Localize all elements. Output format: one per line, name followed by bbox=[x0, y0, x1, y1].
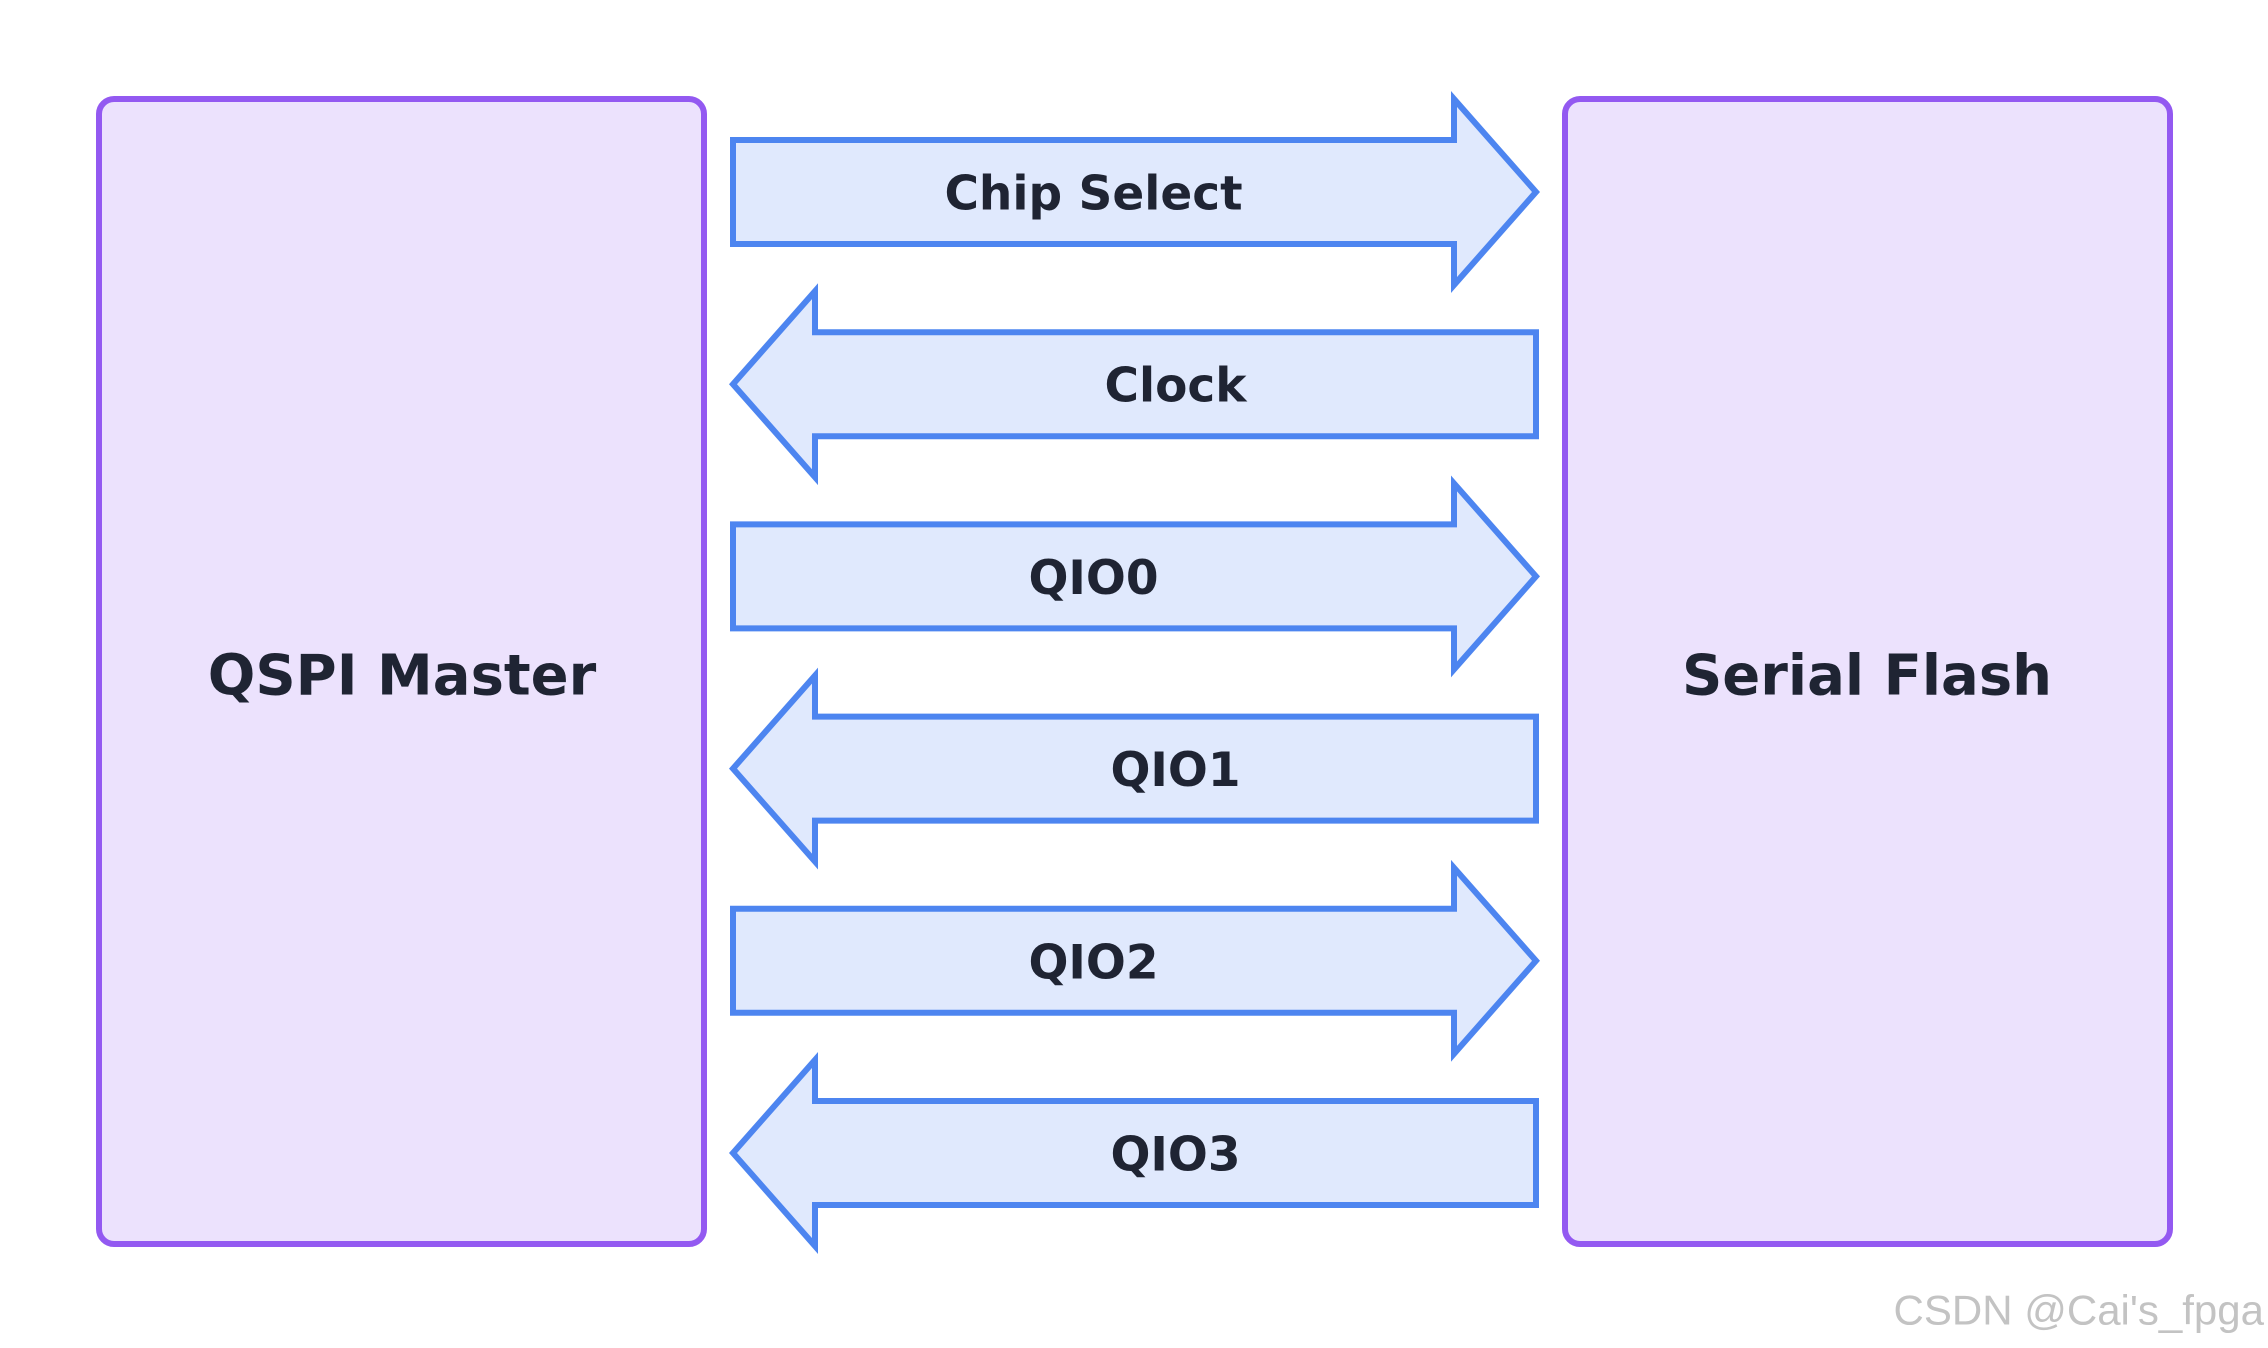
arrow-shape bbox=[729, 283, 1539, 486]
arrow-label: Clock bbox=[1104, 359, 1248, 414]
arrow-shape bbox=[729, 1052, 1539, 1254]
arrow-shape bbox=[730, 859, 1540, 1062]
watermark-text: CSDN @Cai's_fpga bbox=[1894, 1287, 2265, 1334]
arrow-shape bbox=[730, 91, 1540, 293]
signal-arrow-qio2: QIO2 bbox=[730, 859, 1540, 1062]
arrow-shape bbox=[730, 475, 1540, 678]
serial-flash-label: Serial Flash bbox=[1682, 644, 2052, 709]
arrow-label: QIO3 bbox=[1110, 1128, 1240, 1183]
signal-arrow-qio3: QIO3 bbox=[729, 1052, 1539, 1254]
arrow-label: Chip Select bbox=[944, 167, 1242, 222]
arrow-shape bbox=[729, 667, 1539, 870]
signal-arrow-chip-select: Chip Select bbox=[730, 91, 1540, 293]
qspi-master-block: QSPI Master bbox=[96, 96, 707, 1247]
serial-flash-block: Serial Flash bbox=[1562, 96, 2173, 1247]
signal-arrow-clock: Clock bbox=[729, 283, 1539, 486]
signal-arrow-qio1: QIO1 bbox=[729, 667, 1539, 870]
signal-arrow-qio0: QIO0 bbox=[730, 475, 1540, 678]
arrow-label: QIO0 bbox=[1028, 551, 1158, 606]
qspi-master-label: QSPI Master bbox=[208, 644, 597, 709]
arrow-label: QIO2 bbox=[1028, 935, 1158, 990]
arrow-label: QIO1 bbox=[1110, 743, 1240, 798]
